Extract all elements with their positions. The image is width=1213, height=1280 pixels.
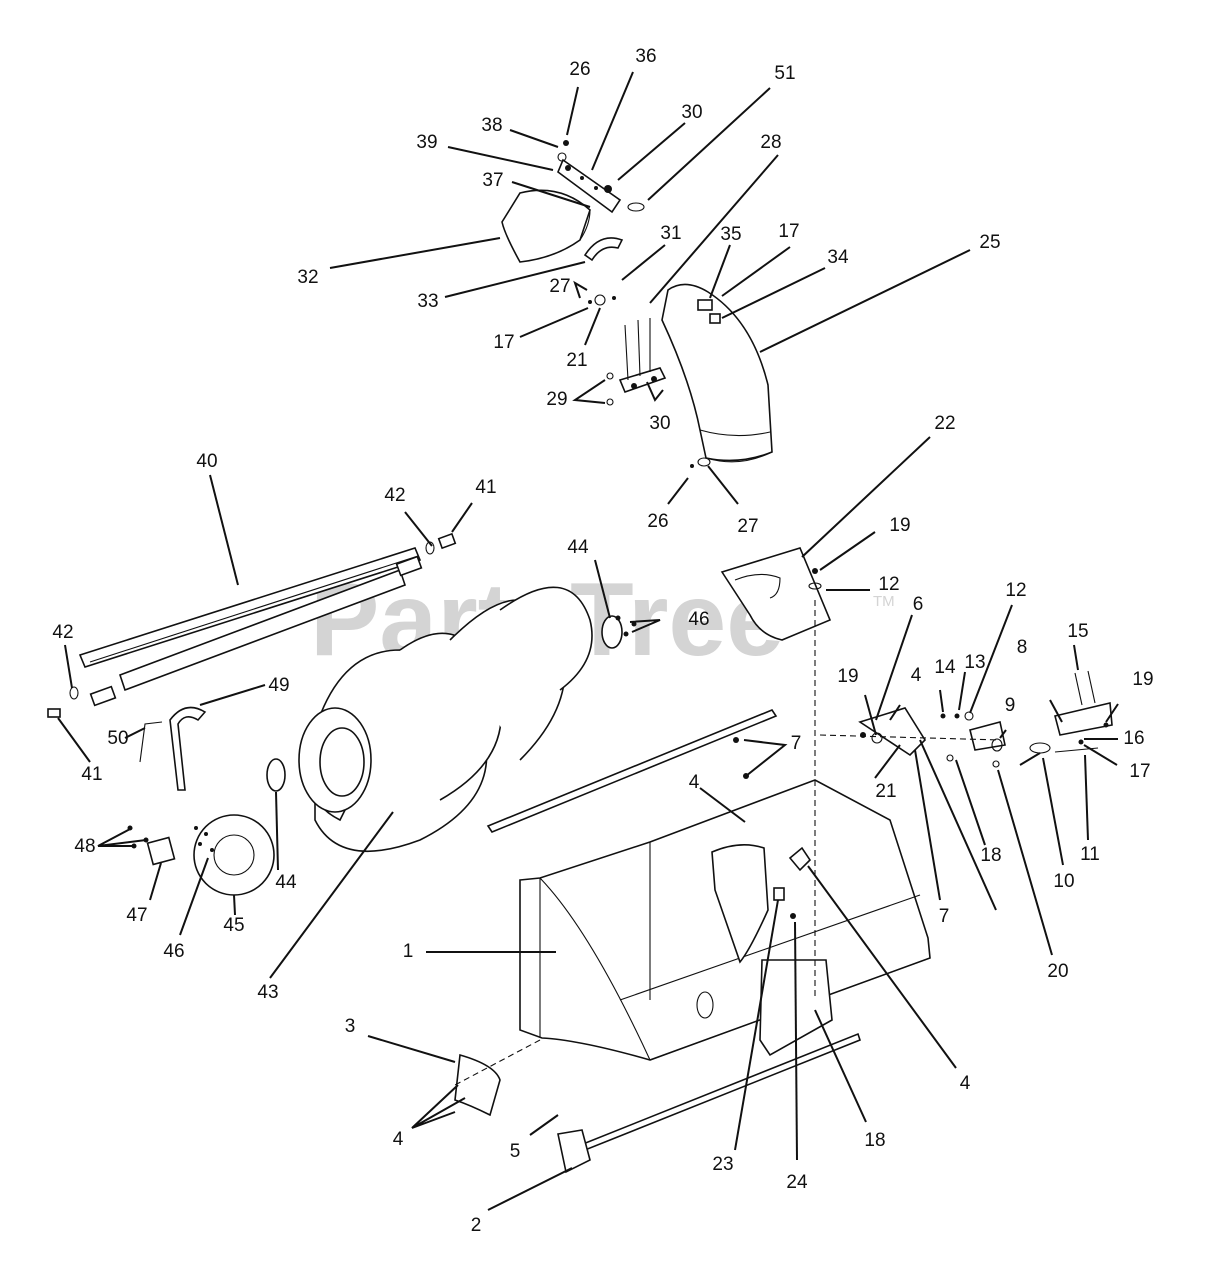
callout-40[interactable]: 40 — [196, 451, 217, 472]
callout-12[interactable]: 12 — [1005, 580, 1026, 601]
callout-19[interactable]: 19 — [837, 666, 858, 687]
callout-32[interactable]: 32 — [297, 267, 318, 288]
callout-46[interactable]: 46 — [688, 609, 709, 630]
watermark-trademark: TM — [873, 593, 895, 610]
callout-21[interactable]: 21 — [875, 781, 896, 802]
callout-27[interactable]: 27 — [549, 276, 570, 297]
auger-gear-part[interactable] — [193, 814, 275, 896]
callout-5[interactable]: 5 — [510, 1141, 521, 1162]
callout-2[interactable]: 2 — [471, 1215, 482, 1236]
callout-43[interactable]: 43 — [257, 982, 278, 1003]
callout-21[interactable]: 21 — [566, 350, 587, 371]
callout-12[interactable]: 12 — [878, 574, 899, 595]
callout-33[interactable]: 33 — [417, 291, 438, 312]
discharge-chute-part[interactable] — [661, 283, 773, 463]
callout-17[interactable]: 17 — [778, 221, 799, 242]
callout-7[interactable]: 7 — [791, 733, 802, 754]
callout-15[interactable]: 15 — [1067, 621, 1088, 642]
chute-adjust-rod-part[interactable] — [557, 158, 622, 214]
chute-deflector-bracket-part[interactable] — [583, 237, 624, 262]
leader-lines — [57, 71, 1119, 1211]
callout-49[interactable]: 49 — [268, 675, 289, 696]
callout-4[interactable]: 4 — [393, 1129, 404, 1150]
callout-48[interactable]: 48 — [74, 836, 95, 857]
skid-shoe-part[interactable] — [454, 1053, 501, 1117]
chute-base-part[interactable] — [720, 547, 832, 641]
callout-24[interactable]: 24 — [786, 1172, 808, 1193]
impeller-shaft-part[interactable] — [89, 555, 423, 707]
chute-deflector-part[interactable] — [501, 189, 591, 263]
callout-1[interactable]: 1 — [403, 941, 414, 962]
callout-3[interactable]: 3 — [345, 1016, 356, 1037]
callout-39[interactable]: 39 — [416, 132, 437, 153]
callout-14[interactable]: 14 — [934, 657, 956, 678]
callout-29[interactable]: 29 — [546, 389, 567, 410]
callout-10[interactable]: 10 — [1053, 871, 1074, 892]
callout-37[interactable]: 37 — [482, 170, 503, 191]
callout-25[interactable]: 25 — [979, 232, 1000, 253]
callout-labels: 26 36 30 51 38 39 37 28 32 33 31 27 17 2… — [52, 46, 1153, 1236]
callout-18[interactable]: 18 — [864, 1130, 885, 1151]
callout-19[interactable]: 19 — [889, 515, 910, 536]
callout-42[interactable]: 42 — [52, 622, 73, 643]
callout-17[interactable]: 17 — [1129, 761, 1150, 782]
callout-4[interactable]: 4 — [960, 1073, 971, 1094]
callout-7[interactable]: 7 — [939, 906, 950, 927]
callout-17[interactable]: 17 — [493, 332, 514, 353]
chute-ring-part[interactable] — [711, 844, 769, 964]
callout-11[interactable]: 11 — [1080, 844, 1100, 865]
callout-13[interactable]: 13 — [964, 652, 985, 673]
callout-16[interactable]: 16 — [1123, 728, 1144, 749]
callout-22[interactable]: 22 — [934, 413, 955, 434]
callout-42[interactable]: 42 — [384, 485, 405, 506]
callout-31[interactable]: 31 — [660, 223, 681, 244]
callout-50[interactable]: 50 — [107, 728, 128, 749]
callout-34[interactable]: 34 — [827, 247, 849, 268]
callout-6[interactable]: 6 — [913, 594, 924, 615]
callout-46[interactable]: 46 — [163, 941, 184, 962]
callout-23[interactable]: 23 — [712, 1154, 733, 1175]
auger-part[interactable] — [298, 586, 623, 852]
callout-30[interactable]: 30 — [681, 102, 702, 123]
callout-4[interactable]: 4 — [689, 772, 700, 793]
callout-8[interactable]: 8 — [1017, 637, 1028, 658]
callout-44[interactable]: 44 — [275, 872, 297, 893]
callout-45[interactable]: 45 — [223, 915, 244, 936]
callout-26[interactable]: 26 — [569, 59, 590, 80]
callout-41[interactable]: 41 — [81, 764, 102, 785]
callout-47[interactable]: 47 — [126, 905, 147, 926]
callout-41[interactable]: 41 — [475, 477, 496, 498]
auger-shaft-part[interactable] — [78, 547, 422, 668]
callout-20[interactable]: 20 — [1047, 961, 1068, 982]
callout-35[interactable]: 35 — [720, 224, 741, 245]
chute-crank-bracket-part[interactable] — [618, 318, 667, 394]
callout-44[interactable]: 44 — [567, 537, 589, 558]
callout-26[interactable]: 26 — [647, 511, 668, 532]
scraper-bar-part[interactable] — [486, 709, 778, 833]
chute-crank-bracket-right-part[interactable] — [1054, 702, 1113, 736]
callout-36[interactable]: 36 — [635, 46, 656, 67]
callout-28[interactable]: 28 — [760, 132, 781, 153]
callout-51[interactable]: 51 — [774, 63, 795, 84]
callout-27[interactable]: 27 — [737, 516, 758, 537]
callout-38[interactable]: 38 — [481, 115, 502, 136]
callout-30[interactable]: 30 — [649, 413, 670, 434]
callout-9[interactable]: 9 — [1005, 695, 1016, 716]
callout-4[interactable]: 4 — [911, 665, 922, 686]
callout-18[interactable]: 18 — [980, 845, 1001, 866]
callout-19[interactable]: 19 — [1132, 669, 1153, 690]
